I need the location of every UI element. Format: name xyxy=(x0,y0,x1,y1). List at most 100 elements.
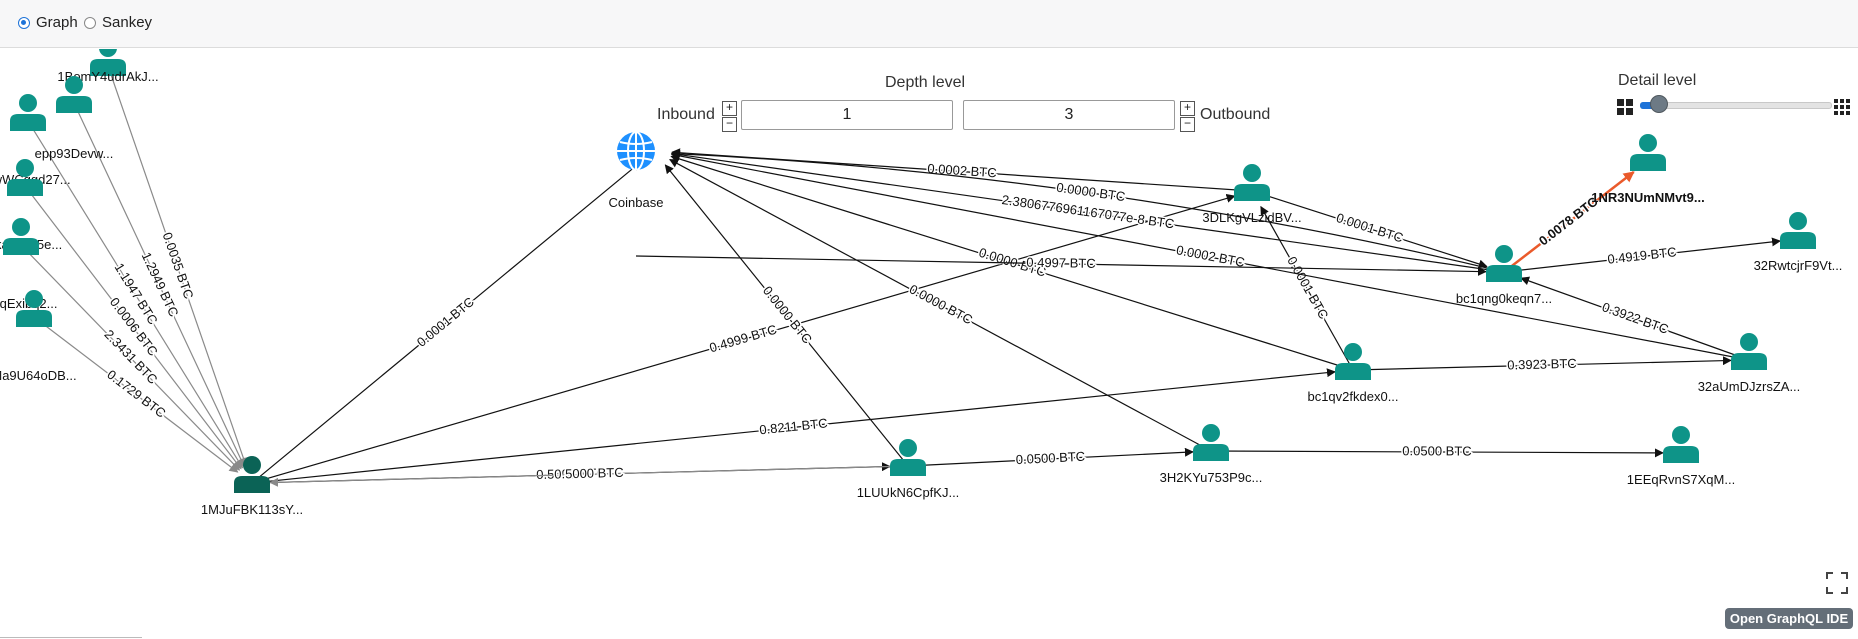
grid-fine-icon[interactable] xyxy=(1834,99,1850,115)
edge-line[interactable] xyxy=(1251,190,1488,269)
detail-level-slider-thumb[interactable] xyxy=(1650,95,1668,113)
sankey-radio-label[interactable]: Sankey xyxy=(102,14,153,31)
exchange-node[interactable]: Coinbase xyxy=(609,131,664,210)
user-icon xyxy=(1486,245,1522,282)
outbound-decrease-button[interactable]: − xyxy=(1180,117,1195,132)
edge-line[interactable] xyxy=(73,102,246,468)
node-address-label: bc1qv2fkdex0... xyxy=(1307,389,1398,404)
edge-line[interactable] xyxy=(33,316,239,473)
address-node[interactable]: bc1qv2fkdex0... xyxy=(1307,343,1399,404)
user-icon xyxy=(234,456,270,493)
node-address-label: 32aUmDJzrsZA... xyxy=(1698,379,1801,394)
outbound-depth-input[interactable] xyxy=(963,100,1175,130)
outbound-increase-button[interactable]: + xyxy=(1180,101,1195,116)
edge-line[interactable] xyxy=(1520,276,1750,361)
inbound-increase-button[interactable]: + xyxy=(722,101,737,116)
globe-icon xyxy=(617,131,655,171)
node-address-label: 3DLKgVLzidBV... xyxy=(1202,210,1301,225)
edge-amount-label: 0.5500 BTC xyxy=(536,465,606,482)
edge-amount-label: 0.0000 BTC xyxy=(907,281,975,327)
edge-line[interactable] xyxy=(664,164,909,467)
node-address-label: 1MJuFBK113sY... xyxy=(201,502,303,517)
edge-line[interactable] xyxy=(24,185,242,470)
user-icon xyxy=(90,49,126,76)
edge-line[interactable] xyxy=(251,161,641,484)
sankey-radio-option[interactable]: Sankey xyxy=(84,14,152,31)
graph-radio-button[interactable] xyxy=(18,16,30,29)
address-node[interactable]: 3H2KYu753P9c... xyxy=(1160,424,1263,485)
detail-level-title: Detail level xyxy=(1618,72,1697,89)
edge-amount-label: 0.3922 BTC xyxy=(1600,299,1670,337)
detail-level-slider-track[interactable] xyxy=(1640,102,1832,109)
edge-line[interactable] xyxy=(907,447,1194,467)
user-icon xyxy=(1780,212,1816,249)
address-node[interactable]: 32aUmDJzrsZA... xyxy=(1698,333,1801,394)
divider xyxy=(0,637,142,638)
edge-amount-label: 0.0001 BTC xyxy=(1334,210,1405,246)
inbound-stepper: + − xyxy=(722,101,737,132)
node-address-label: epp93Devw... xyxy=(35,146,114,161)
edge-line[interactable] xyxy=(269,465,909,487)
outbound-label: Outbound xyxy=(1200,106,1271,123)
node-address-label: 3H2KYu753P9c... xyxy=(1160,470,1263,485)
address-node[interactable]: 1EEqRvnS7XqM... xyxy=(1627,426,1735,487)
edge-line[interactable] xyxy=(1352,356,1732,371)
edge-line[interactable] xyxy=(107,65,248,467)
graph-radio-label[interactable]: Graph xyxy=(36,14,78,31)
user-icon xyxy=(16,290,52,327)
address-node[interactable]: 1NR3NUmNMvt9... xyxy=(1591,134,1705,205)
user-icon xyxy=(7,159,43,196)
edge-amount-label: 0.0500 BTC xyxy=(1015,449,1085,467)
user-icon xyxy=(1234,164,1270,201)
node-address-label: Coinbase xyxy=(609,195,664,210)
user-icon xyxy=(56,76,92,113)
grid-coarse-icon[interactable] xyxy=(1617,99,1633,115)
edge-amount-label: 0.3923 BTC xyxy=(1507,356,1577,373)
inbound-depth-input[interactable] xyxy=(741,100,953,130)
edge-line[interactable] xyxy=(1503,237,1782,273)
user-icon xyxy=(1193,424,1229,461)
node-address-label: 1LUUkN6CpfKJ... xyxy=(857,485,960,500)
user-icon xyxy=(3,218,39,255)
edge-line[interactable] xyxy=(1210,448,1664,458)
inbound-label: Inbound xyxy=(657,106,715,123)
edge-line[interactable] xyxy=(670,149,1505,273)
address-node[interactable]: 3DLKgVLzidBV... xyxy=(1202,164,1302,225)
edge-line[interactable] xyxy=(27,120,244,469)
edge-amount-label: 0.8211 BTC xyxy=(759,415,829,437)
address-node[interactable]: 1LUUkN6CpfKJ... xyxy=(857,439,960,500)
address-node[interactable]: 1MJuFBK113sY... xyxy=(201,456,303,517)
graph-radio-option[interactable]: Graph xyxy=(18,14,78,31)
user-icon xyxy=(1335,343,1371,380)
user-icon xyxy=(1630,134,1666,171)
address-node[interactable]: epp93Devw... xyxy=(35,76,114,161)
edge-amount-label: 0.4999 BTC xyxy=(708,322,779,356)
user-icon xyxy=(1663,426,1699,463)
edge-line[interactable] xyxy=(251,193,1236,484)
edge-line[interactable] xyxy=(635,255,1487,277)
user-icon xyxy=(10,94,46,131)
inbound-decrease-button[interactable]: − xyxy=(722,117,737,132)
edge-line[interactable] xyxy=(669,159,1212,452)
user-icon xyxy=(890,439,926,476)
edge-line[interactable] xyxy=(20,244,241,471)
edge-line[interactable] xyxy=(1260,205,1354,371)
node-address-label: 1NR3NUmNMvt9... xyxy=(1591,190,1704,205)
sankey-radio-button[interactable] xyxy=(84,16,96,29)
edge-amount-label: 0.5000 BTC xyxy=(554,465,624,482)
node-address-label: 1EEqRvnS7XqM... xyxy=(1627,472,1735,487)
view-toggle-bar: Graph Sankey xyxy=(0,0,1858,48)
address-node[interactable]: 32RwtcjrF9Vt... xyxy=(1754,212,1843,273)
edge-line[interactable] xyxy=(670,151,1750,361)
open-graphql-ide-button[interactable]: Open GraphQL IDE xyxy=(1725,608,1853,629)
edge-line[interactable] xyxy=(670,150,1505,273)
address-node[interactable]: bc1qng0keqn7... xyxy=(1456,245,1552,306)
edge-line[interactable] xyxy=(1503,170,1635,273)
address-node[interactable]: Ma9U64oDB... xyxy=(0,290,77,383)
edge-amount-label: 0.4919 BTC xyxy=(1607,244,1678,267)
edge-line[interactable] xyxy=(251,368,1336,484)
address-node[interactable]: 1BomY4udrAkJ... xyxy=(57,49,159,84)
edge-amount-label: 0.0500 BTC xyxy=(1402,443,1471,458)
fullscreen-icon[interactable] xyxy=(1826,572,1848,594)
